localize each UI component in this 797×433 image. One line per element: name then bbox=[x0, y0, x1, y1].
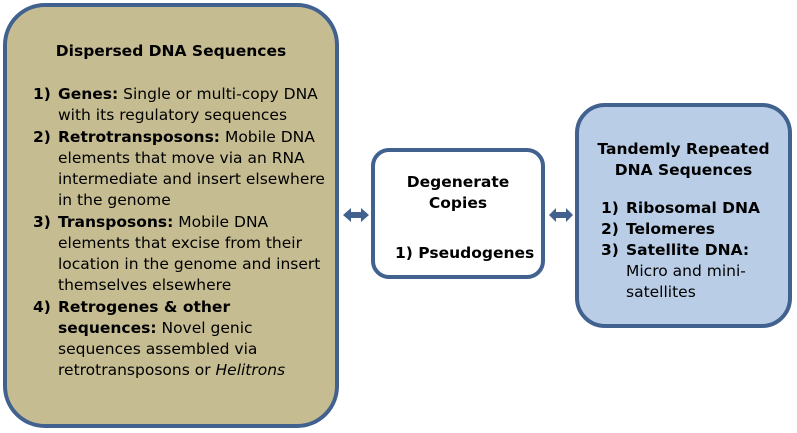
item-number: 3) bbox=[601, 241, 619, 259]
item-number: 1) bbox=[33, 85, 51, 103]
item-italic-text: Helitrons bbox=[215, 361, 286, 379]
list-item: 4) Retrogenes & other sequences: Novel g… bbox=[33, 297, 327, 381]
list-item: 1) Genes: Single or multi-copy DNA with … bbox=[33, 84, 327, 126]
item-number: 2) bbox=[33, 128, 51, 146]
list-item: 2) Telomeres bbox=[601, 219, 782, 240]
item-subtext: Micro and mini-satellites bbox=[626, 262, 746, 301]
item-heading: Transposons: bbox=[58, 213, 174, 231]
item-label: Telomeres bbox=[626, 220, 716, 238]
item-number: 4) bbox=[33, 298, 51, 316]
tandem-title: Tandemly Repeated DNA Sequences bbox=[579, 139, 788, 181]
dispersed-title: Dispersed DNA Sequences bbox=[55, 42, 287, 60]
item-heading: Genes: bbox=[58, 85, 119, 103]
double-arrow-icon bbox=[343, 208, 369, 222]
item-text: Novel genic sequences assembled via retr… bbox=[58, 319, 258, 379]
item-text: Mobile DNA elements that move via an RNA… bbox=[58, 128, 325, 209]
item-text: Mobile DNA elements that excise from the… bbox=[58, 213, 321, 294]
item-heading: Retrotransposons: bbox=[58, 128, 221, 146]
dispersed-sequences-box: Dispersed DNA Sequences 1) Genes: Single… bbox=[3, 3, 339, 428]
item-label: Ribosomal DNA bbox=[626, 199, 761, 217]
item-number: 1) bbox=[601, 199, 619, 217]
item-text: Single or multi-copy DNA with its regula… bbox=[58, 85, 318, 124]
tandem-repeats-box: Tandemly Repeated DNA Sequences 1) Ribos… bbox=[575, 103, 792, 328]
item-number: 2) bbox=[601, 220, 619, 238]
degenerate-copies-box: Degenerate Copies 1) Pseudogenes bbox=[371, 148, 545, 279]
degenerate-title-line2: Copies bbox=[428, 194, 488, 212]
item-number: 3) bbox=[33, 213, 51, 231]
degenerate-item: 1) Pseudogenes bbox=[395, 244, 535, 262]
tandem-title-line2: DNA Sequences bbox=[614, 161, 753, 179]
item-label: Satellite DNA: bbox=[626, 241, 750, 259]
tandem-list: 1) Ribosomal DNA 2) Telomeres 3) Satelli… bbox=[601, 198, 782, 303]
list-item: 3) Satellite DNA: Micro and mini-satelli… bbox=[601, 240, 782, 303]
dispersed-list: 1) Genes: Single or multi-copy DNA with … bbox=[33, 84, 327, 382]
degenerate-title: Degenerate Copies bbox=[375, 172, 541, 214]
list-item: 3) Transposons: Mobile DNA elements that… bbox=[33, 212, 327, 296]
degenerate-title-line1: Degenerate bbox=[406, 173, 510, 191]
list-item: 1) Ribosomal DNA bbox=[601, 198, 782, 219]
item-heading: Retrogenes & other sequences: bbox=[58, 298, 231, 337]
tandem-title-line1: Tandemly Repeated bbox=[597, 140, 770, 158]
list-item: 2) Retrotransposons: Mobile DNA elements… bbox=[33, 127, 327, 211]
double-arrow-icon bbox=[549, 208, 573, 222]
